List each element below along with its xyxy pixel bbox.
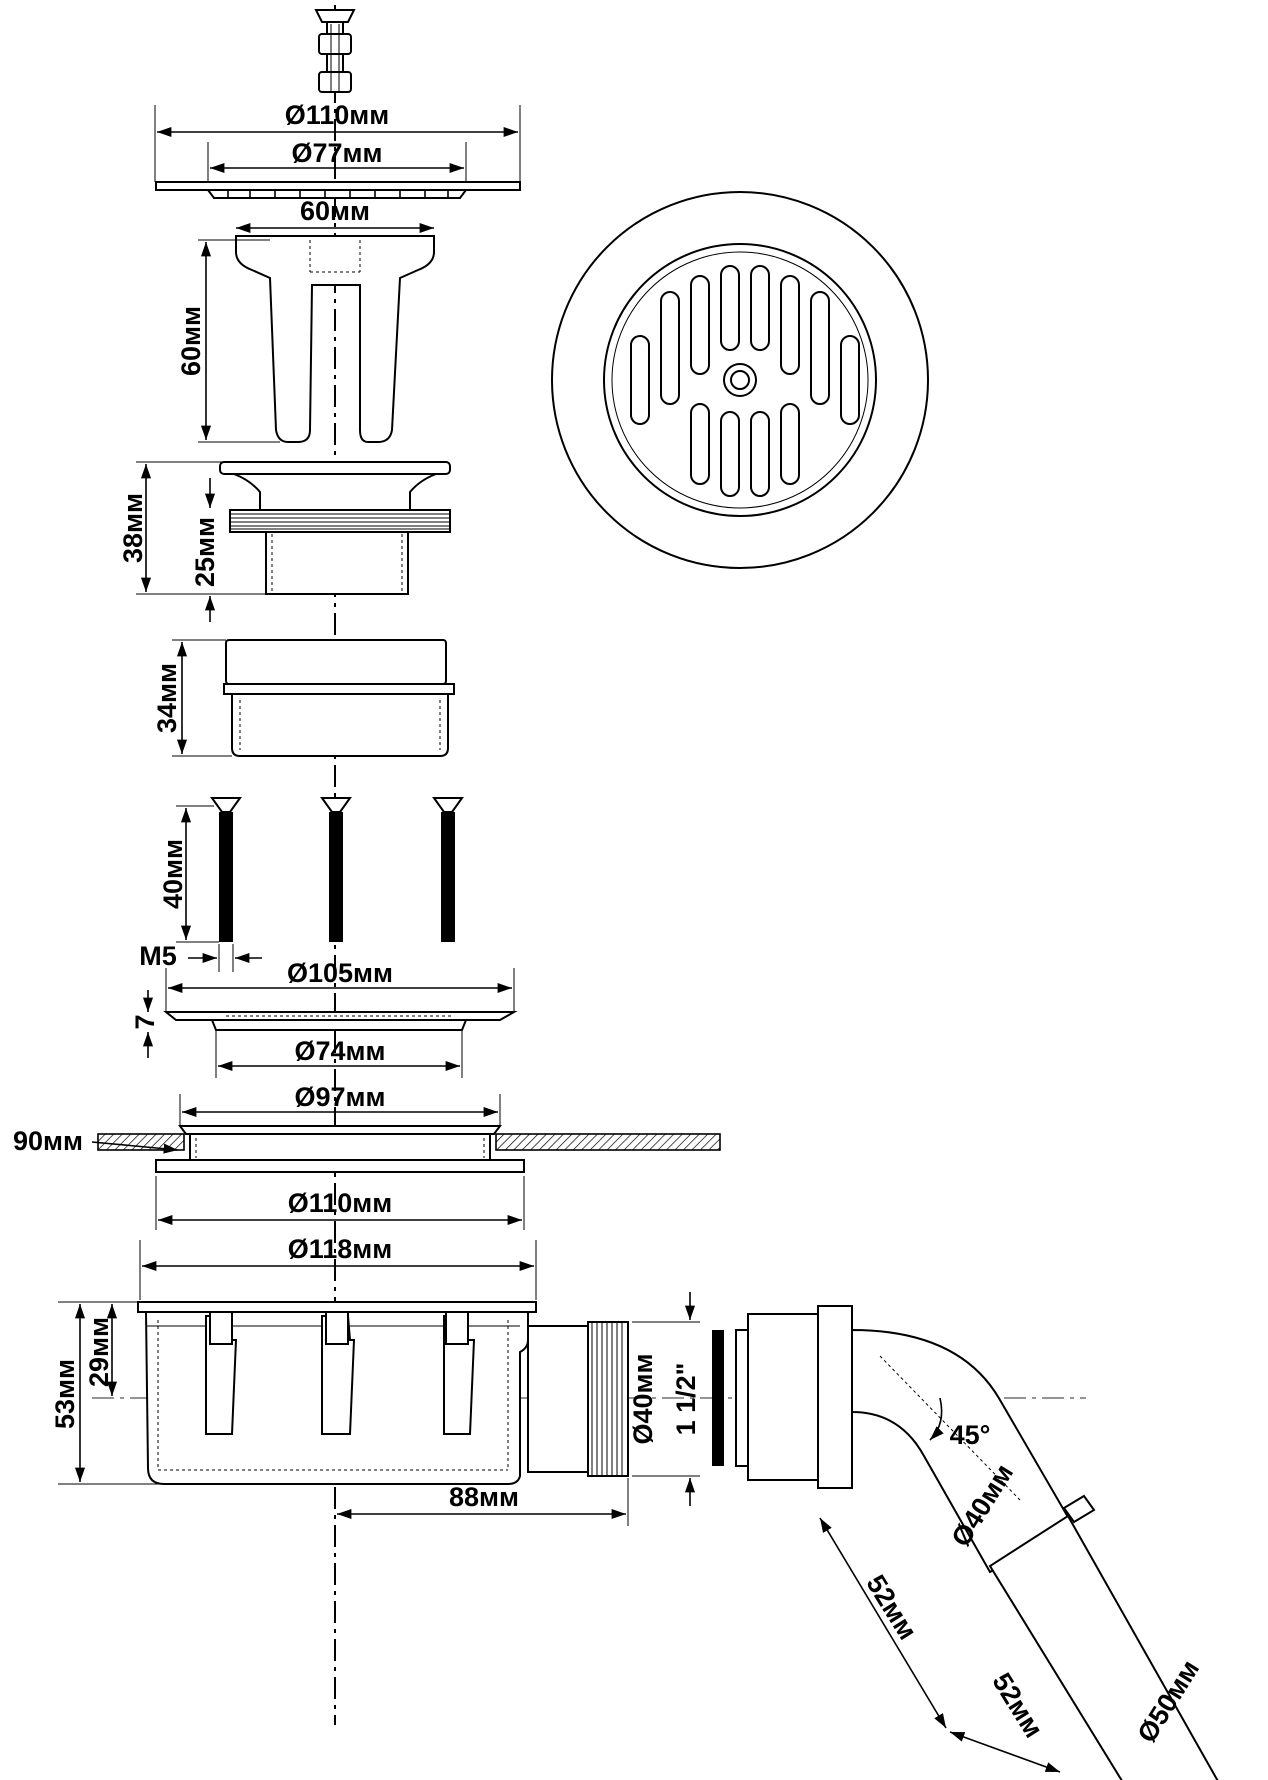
screw-thread-label: M5 xyxy=(139,941,177,971)
dim-body-axis-height: 29мм xyxy=(84,1304,118,1396)
dim-outlet-total-height: 38мм xyxy=(118,461,266,595)
elbow-seal xyxy=(712,1330,724,1466)
outlet-thread-height-label: 25мм xyxy=(190,517,220,587)
dim-elbow-length-1: 52мм xyxy=(819,1517,947,1729)
flange-inner-diameter-label: Ø74мм xyxy=(295,1036,386,1066)
grate-top-view xyxy=(551,191,929,569)
floor-thickness-label: 90мм xyxy=(13,1126,83,1156)
dim-strainer-height: 60мм xyxy=(176,239,280,443)
body-axis-height-label: 29мм xyxy=(84,1317,114,1387)
coupling xyxy=(223,639,455,757)
strainer-width-label: 60мм xyxy=(300,196,370,226)
outlet-length-label: 88мм xyxy=(449,1482,519,1512)
ring-diameter-label: Ø110мм xyxy=(288,1188,393,1218)
dim-body-total-height: 53мм xyxy=(50,1301,160,1485)
center-bolt xyxy=(314,9,356,93)
dim-flange-thickness: 7 xyxy=(130,990,160,1058)
floor-slab xyxy=(97,1133,721,1151)
dim-flange-inner: Ø74мм xyxy=(215,1030,463,1078)
outlet-fitting xyxy=(219,461,451,595)
flange-thickness-label: 7 xyxy=(130,1014,160,1029)
dim-screw-thread: M5 xyxy=(139,941,262,972)
dim-gasket-diameter: Ø97мм xyxy=(179,1082,501,1126)
strainer-height-label: 60мм xyxy=(176,306,206,376)
outlet-total-height-label: 38мм xyxy=(118,493,148,563)
dim-outlet-diameter: Ø40мм 1 1/2" xyxy=(628,1292,701,1506)
dim-top-grate-outer: Ø110мм xyxy=(154,100,521,182)
dim-elbow-angle: 45° xyxy=(929,1397,991,1450)
elbow-length-1-label: 52мм xyxy=(860,1570,923,1645)
dim-flange-diameter: Ø105мм xyxy=(165,958,515,1012)
dim-screw-length: 40мм xyxy=(158,805,219,943)
outlet-diameter-label: Ø40мм xyxy=(628,1354,658,1445)
outlet-pipe xyxy=(527,1321,629,1477)
elbow-fitting xyxy=(735,1305,1219,1780)
dim-floor-thickness: 90мм xyxy=(13,1126,179,1156)
dim-outlet-length: 88мм xyxy=(337,1478,629,1526)
body-diameter-label: Ø118мм xyxy=(288,1234,393,1264)
gasket-diameter-label: Ø97мм xyxy=(295,1082,386,1112)
screw-2 xyxy=(320,797,352,942)
elbow-angle-label: 45° xyxy=(950,1420,991,1450)
dim-outlet-thread-height: 25мм xyxy=(190,478,220,622)
dim-coupling-height: 34мм xyxy=(152,639,232,757)
screw-3 xyxy=(432,797,464,942)
body-total-height-label: 53мм xyxy=(50,1359,80,1429)
gasket-ring xyxy=(155,1125,525,1173)
dim-ring-diameter: Ø110мм xyxy=(155,1176,525,1230)
dim-elbow-length-2: 52мм xyxy=(949,1668,1061,1773)
top-grate-side xyxy=(155,181,521,199)
flange xyxy=(163,1011,518,1031)
dim-body-diameter: Ø118мм xyxy=(139,1234,537,1300)
dim-strainer-width: 60мм xyxy=(236,196,434,234)
top-grate-inner-diameter-label: Ø77мм xyxy=(292,138,383,168)
drain-body xyxy=(137,1301,537,1485)
dim-top-grate-inner: Ø77мм xyxy=(207,138,467,182)
top-grate-outer-diameter-label: Ø110мм xyxy=(285,100,390,130)
screw-length-label: 40мм xyxy=(158,839,188,909)
elbow-length-2-label: 52мм xyxy=(986,1668,1049,1743)
strainer-basket xyxy=(235,235,435,443)
coupling-height-label: 34мм xyxy=(152,663,182,733)
outlet-thread-label: 1 1/2" xyxy=(671,1363,701,1436)
screw-1 xyxy=(210,797,242,942)
flange-diameter-label: Ø105мм xyxy=(287,958,393,988)
